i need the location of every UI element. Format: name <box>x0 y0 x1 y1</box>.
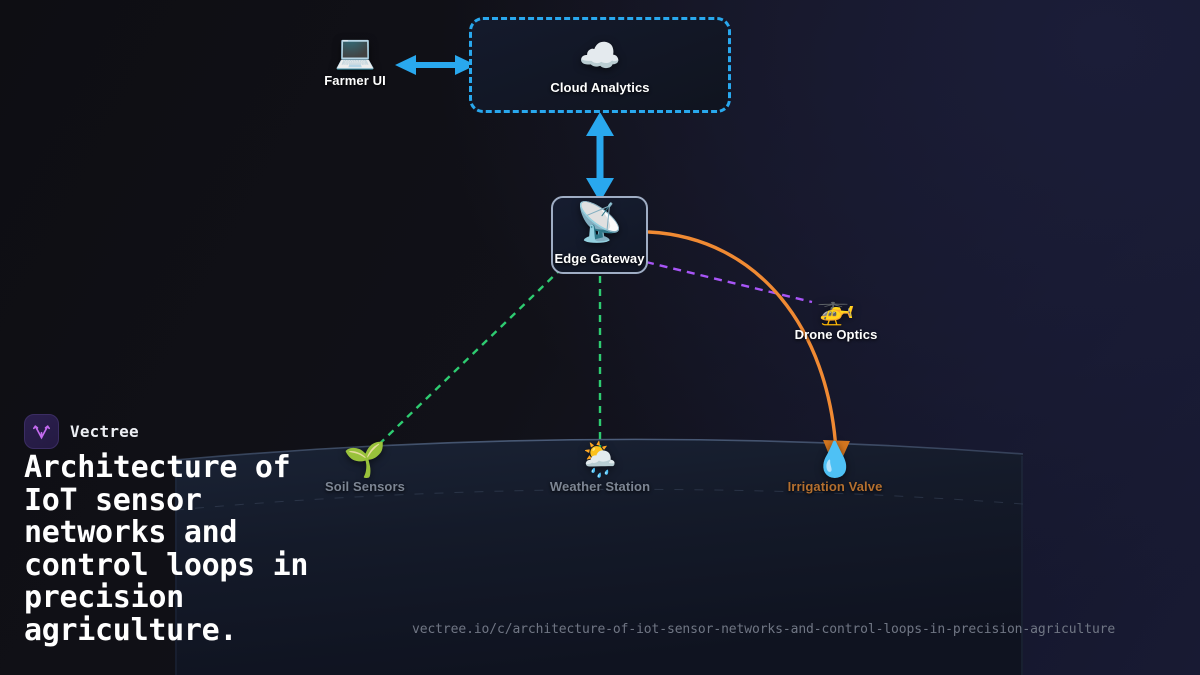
node-label-soil-sensors: Soil Sensors <box>325 479 405 494</box>
edge-farmer-ui-cloud-analytics <box>395 55 476 75</box>
laptop-icon: 💻 <box>334 33 376 70</box>
seedling-icon: 🌱 <box>343 441 387 479</box>
node-label-drone-optics: Drone Optics <box>794 327 878 342</box>
node-irrigation-valve[interactable]: 💧 Irrigation Valve <box>785 443 885 494</box>
footer-url: vectree.io/c/architecture-of-iot-sensor-… <box>412 622 1116 637</box>
page-headline: Architecture of IoT sensor networks and … <box>24 450 309 648</box>
node-weather-station[interactable]: 🌦️ Weather Station <box>550 443 650 494</box>
node-label-weather-station: Weather Station <box>549 479 651 494</box>
node-cloud-analytics[interactable]: ☁️ Cloud Analytics <box>469 17 731 113</box>
node-label-farmer-ui: Farmer UI <box>324 73 386 88</box>
helicopter-icon: 🚁 <box>816 291 856 326</box>
droplet-icon: 💧 <box>813 441 857 479</box>
satellite-dish-icon: 📡 <box>575 202 624 244</box>
node-drone-optics[interactable]: 🚁 Drone Optics <box>781 293 891 342</box>
edge-edge-gateway-soil-sensors <box>370 267 563 453</box>
brand-name: Vectree <box>70 422 139 441</box>
node-soil-sensors[interactable]: 🌱 Soil Sensors <box>315 443 415 494</box>
cloud-icon: ☁️ <box>578 37 622 75</box>
brand-lockup: Vectree <box>24 414 139 449</box>
vectree-branch-logo-icon <box>24 414 59 449</box>
edge-cloud-analytics-edge-gateway <box>586 112 614 202</box>
node-edge-gateway[interactable]: 📡 Edge Gateway <box>551 196 648 274</box>
node-label-edge-gateway: Edge Gateway <box>554 251 645 266</box>
node-label-cloud-analytics: Cloud Analytics <box>550 80 650 95</box>
sun-behind-rain-cloud-icon: 🌦️ <box>578 441 622 479</box>
edge-edge-gateway-irrigation-valve <box>647 230 850 472</box>
node-label-irrigation-valve: Irrigation Valve <box>787 479 883 494</box>
node-farmer-ui[interactable]: 💻 Farmer UI <box>305 35 405 88</box>
